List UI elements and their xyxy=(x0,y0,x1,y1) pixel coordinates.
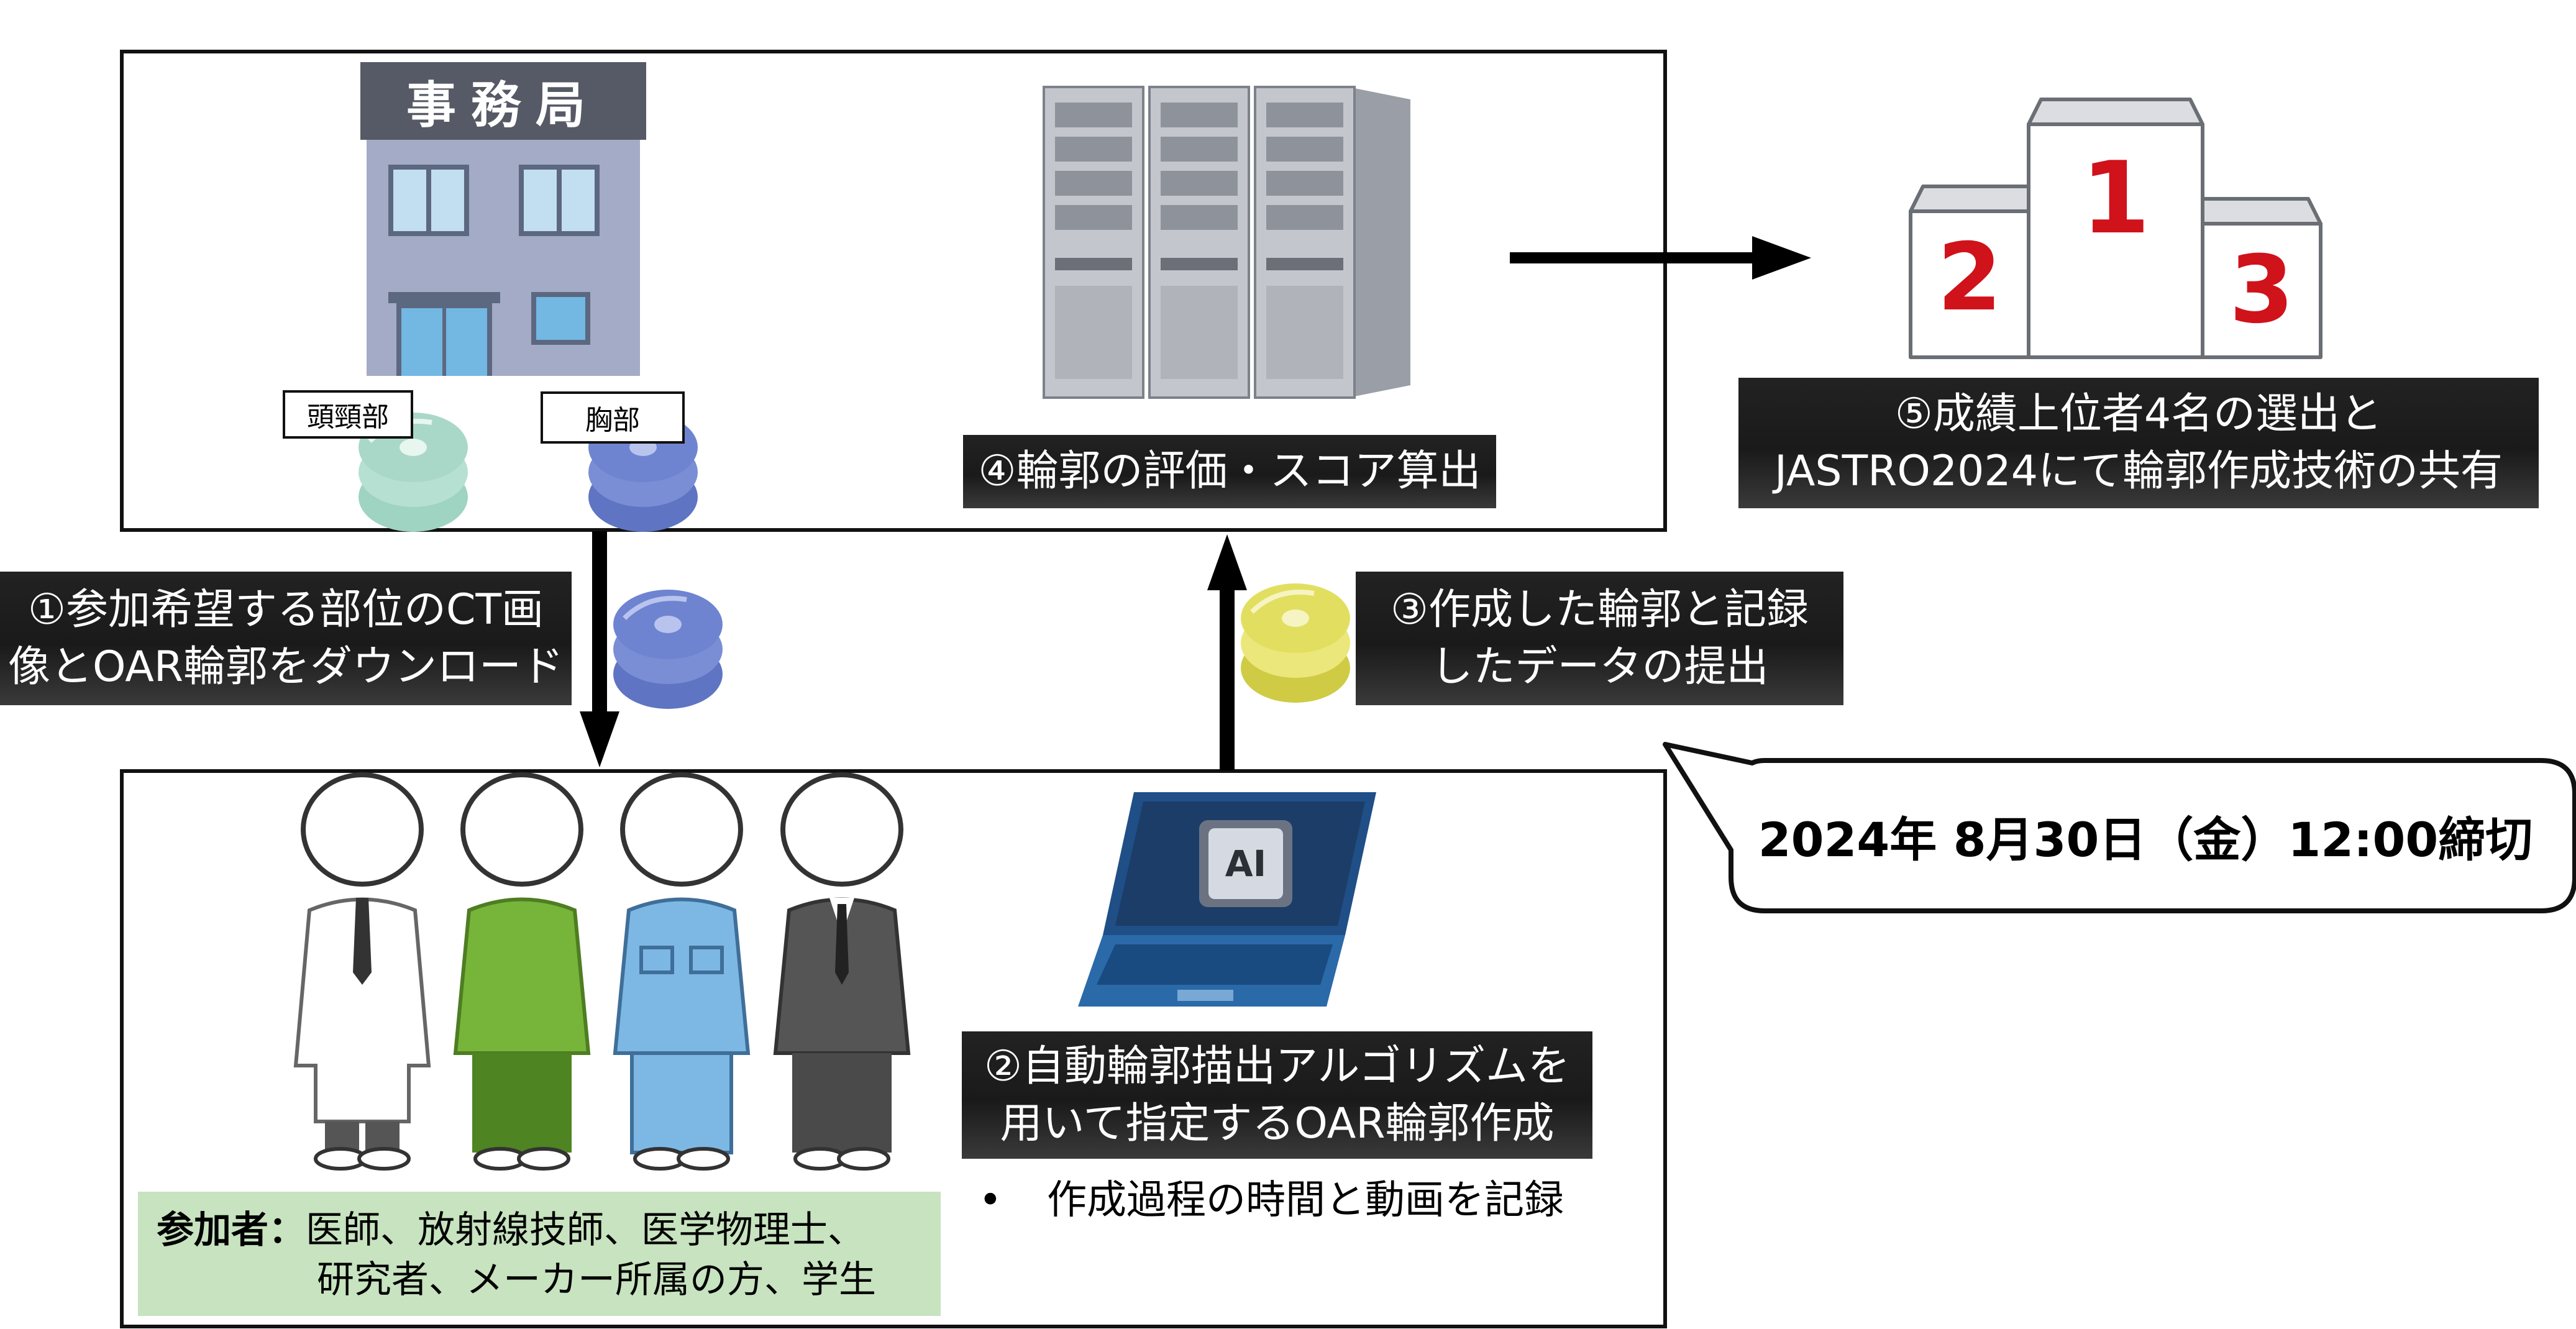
laptop-ai-icon xyxy=(1078,792,1376,1007)
step4-box: ④輪郭の評価・スコア算出 xyxy=(963,435,1496,508)
engineer-person-icon xyxy=(453,772,591,1171)
step2-box: ②自動輪郭描出アルゴリズムを 用いて指定するOAR輪郭作成 xyxy=(962,1031,1592,1159)
step3-line2: したデータの提出 xyxy=(1430,642,1769,692)
office-building-icon xyxy=(360,62,646,376)
participants-line1: 医師、放射線技師、医学物理士、 xyxy=(306,1208,865,1252)
participants-label: 参加者： xyxy=(157,1208,306,1252)
deadline-text: 2024年 8月30日（金）12:00締切 xyxy=(1758,812,2533,867)
server-rack-icon xyxy=(1043,86,1410,399)
step1-box: ①参加希望する部位のCT画 像とOAR輪郭をダウンロード xyxy=(0,572,572,705)
step2-bullet: •作成過程の時間と動画を記録 xyxy=(979,1177,1564,1223)
step5-line2: JASTRO2024にて輪郭作成技術の共有 xyxy=(1774,447,2503,496)
deadline-bubble xyxy=(1663,742,2576,913)
arrow-up xyxy=(1207,534,1247,770)
laptop-chip-label: AI xyxy=(1225,843,1267,885)
podium-third: 3 xyxy=(2229,236,2295,344)
podium-icon xyxy=(1909,98,2323,359)
download-disc-icon xyxy=(613,590,723,709)
doctor-person-icon xyxy=(293,772,431,1171)
head-neck-disc-icon xyxy=(359,413,468,532)
podium-second: 2 xyxy=(1937,224,2003,332)
chest-label: 胸部 xyxy=(541,391,685,444)
head-neck-label: 頭頸部 xyxy=(283,390,413,439)
step2-line1: ②自動輪郭描出アルゴリズムを xyxy=(984,1041,1570,1091)
arrow-to-podium xyxy=(1510,236,1811,280)
participants-line2: 研究者、メーカー所属の方、学生 xyxy=(317,1258,876,1302)
arrow-down xyxy=(580,531,619,767)
step5-box: ⑤成績上位者4名の選出と JASTRO2024にて輪郭作成技術の共有 xyxy=(1738,378,2539,508)
step2-line2: 用いて指定するOAR輪郭作成 xyxy=(1000,1098,1555,1148)
step5-line1: ⑤成績上位者4名の選出と xyxy=(1894,390,2383,439)
step4-line1: ④輪郭の評価・スコア算出 xyxy=(978,447,1481,496)
step3-box: ③作成した輪郭と記録 したデータの提出 xyxy=(1356,572,1843,705)
office-sign: 事務局 xyxy=(406,76,600,134)
podium-first: 1 xyxy=(2081,140,2150,256)
step2-bullet-text: 作成過程の時間と動画を記録 xyxy=(1047,1177,1564,1223)
submit-disc-icon xyxy=(1241,583,1350,703)
step1-line1: ①参加希望する部位のCT画 xyxy=(28,585,544,634)
step1-line2: 像とOAR輪郭をダウンロード xyxy=(7,642,564,692)
businessperson-icon xyxy=(773,772,911,1171)
participants-box: 参加者：医師、放射線技師、医学物理士、 研究者、メーカー所属の方、学生 xyxy=(138,1192,941,1316)
technician-person-icon xyxy=(613,772,751,1171)
step3-line1: ③作成した輪郭と記録 xyxy=(1391,585,1809,634)
